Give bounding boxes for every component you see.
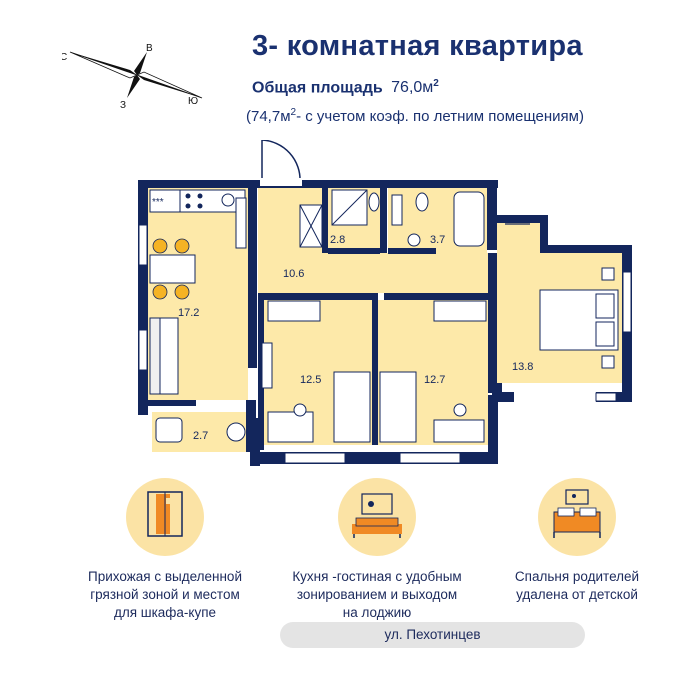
room-label-bedroom: 13.8	[512, 361, 533, 373]
feature-kitchen-line-3: на лоджию	[342, 605, 412, 620]
kitchen-sofa	[149, 317, 179, 395]
entrance-opening	[260, 178, 302, 186]
total-area-label: Общая площадь	[252, 79, 383, 97]
sofa-icon	[352, 493, 402, 538]
compass-icon: С В Ю З	[62, 43, 203, 110]
feature-bedroom-line-1: Спальня родителей	[514, 569, 640, 584]
feature-icon-bg	[538, 478, 616, 556]
compass-north-label: С	[62, 52, 67, 63]
room-label-kids-2: 12.7	[424, 374, 445, 386]
floor-plan: ***	[138, 140, 632, 466]
total-area-unit-sup: 2	[433, 78, 439, 89]
floor-hall	[258, 253, 488, 293]
bedroom-bed	[505, 223, 619, 369]
feature-kitchen: Кухня -гостиная с удобным зонированием и…	[277, 478, 477, 622]
feature-hallway-line-3: для шкафа-купе	[113, 605, 217, 620]
compass-needle-north-light	[69, 51, 139, 79]
bathroom-fixtures	[299, 189, 485, 248]
total-area-value: 76,0м	[391, 79, 434, 97]
area-note-sup: 2	[290, 107, 297, 118]
room-label-bath-2: 3.7	[430, 234, 445, 246]
feature-hallway-line-2: грязной зоной и местом	[90, 587, 240, 602]
feature-icon-bg	[338, 478, 416, 556]
room-label-loggia: 2.7	[193, 430, 208, 442]
compass-needle-south-light	[135, 71, 203, 99]
inner-walls	[148, 188, 497, 452]
compass-needle-east	[134, 52, 147, 75]
feature-hallway: Прихожая с выделенной грязной зоной и ме…	[65, 478, 265, 622]
entrance-door	[261, 140, 301, 186]
dining-table	[149, 238, 196, 300]
feature-kitchen-line-2: зонированием и выходом	[296, 587, 458, 602]
svg-text:***: ***	[152, 197, 164, 208]
feature-bedroom: Спальня родителей удалена от детской	[477, 478, 677, 604]
wardrobe-icon	[147, 491, 183, 537]
total-area: Общая площадь 76,0м2	[252, 78, 439, 97]
compass-east-label: В	[146, 43, 153, 54]
street-label: ул. Пехотинцев	[280, 622, 585, 648]
compass-west-label: З	[120, 100, 126, 110]
area-note-part-b: - с учетом коэф. по летним помещениям)	[296, 108, 584, 125]
windows	[138, 224, 632, 464]
bed-icon	[553, 489, 601, 538]
room-label-hall: 10.6	[283, 268, 304, 280]
room-label-kids-1: 12.5	[300, 374, 321, 386]
feature-bedroom-line-2: удалена от детской	[516, 587, 638, 602]
room-label-kitchen: 17.2	[178, 307, 199, 319]
room-label-bath-1: 2.8	[330, 234, 345, 246]
compass-needle-west	[127, 75, 140, 98]
feature-kitchen-line-1: Кухня -гостиная с удобным	[292, 569, 462, 584]
area-note: (74,7м2- с учетом коэф. по летним помеще…	[246, 107, 584, 125]
area-note-part-a: (74,7м	[246, 108, 291, 125]
compass-south-label: Ю	[188, 96, 198, 107]
floor-bedroom-closet	[497, 223, 540, 253]
kitchen-counter: ***	[149, 189, 247, 249]
kids-furniture	[261, 300, 487, 443]
feature-hallway-line-1: Прихожая с выделенной	[88, 569, 242, 584]
room-labels: 17.2 10.6 2.8 3.7 13.8 12.5 12.7 2.7	[178, 234, 533, 442]
feature-icon-bg	[126, 478, 204, 556]
loggia-furniture	[155, 417, 246, 443]
page-title: 3- комнатная квартира	[252, 30, 583, 62]
